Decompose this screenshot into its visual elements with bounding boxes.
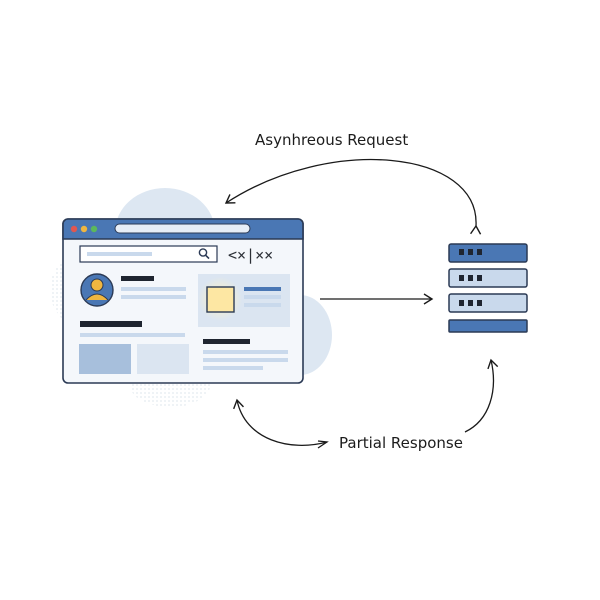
media-block [137,344,189,374]
partial-response-label: Partial Response [339,434,463,452]
heading-line [80,321,142,327]
maximize-dot-icon[interactable] [90,225,98,233]
magnifier-icon[interactable] [198,248,210,260]
close-dot-icon[interactable] [70,225,78,233]
server-stack-icon [448,243,528,333]
media-block [79,344,131,374]
text-line [80,333,185,337]
image-placeholder-icon [206,286,235,313]
profile-line [121,295,186,299]
address-bar[interactable] [114,223,251,234]
text-line [203,350,288,354]
text-line [203,358,288,362]
minimize-dot-icon[interactable] [80,225,88,233]
response-arrow-browser [233,398,328,446]
browser-toolbar-controls[interactable]: <×|×× [228,246,274,264]
async-request-label: Asynhreous Request [255,131,409,149]
profile-name-line [121,276,154,281]
heading-line [203,339,250,344]
request-arrow [224,158,482,235]
browser-window [62,218,304,384]
user-avatar-icon [80,273,114,307]
response-arrow-server [464,358,499,433]
text-line [203,366,263,370]
profile-line [121,287,186,291]
